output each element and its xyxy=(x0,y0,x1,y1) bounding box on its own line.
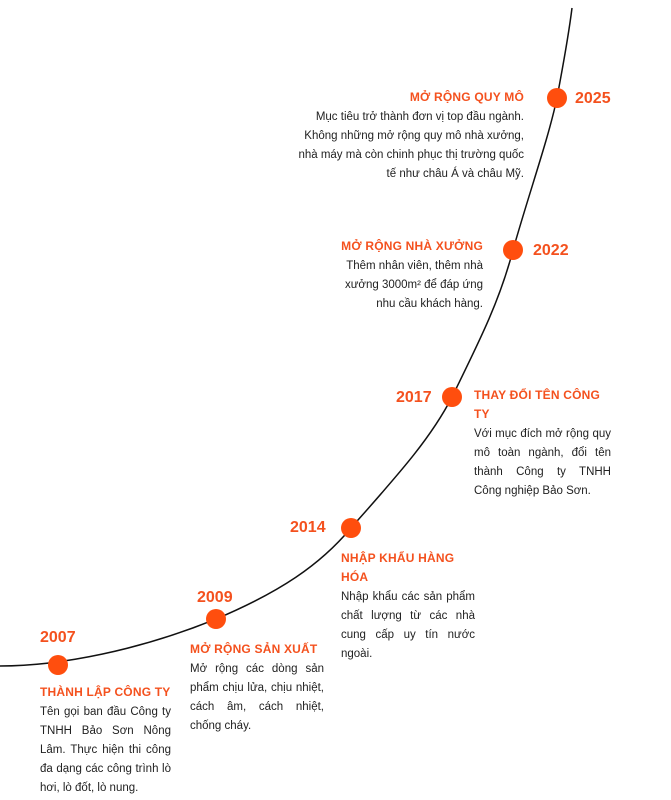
milestone-text: Nhập khẩu các sản phẩm chất lượng từ các… xyxy=(341,591,475,660)
year-label: 2014 xyxy=(290,519,326,536)
milestone-text: Thêm nhân viên, thêm nhà xưởng 3000m² để… xyxy=(344,260,483,310)
year-label: 2025 xyxy=(575,90,611,107)
milestone-title: THAY ĐỔI TÊN CÔNG TY xyxy=(474,388,601,421)
year-label: 2009 xyxy=(197,589,233,606)
milestone-2009: MỞ RỘNG SẢN XUẤT Mở rộng các dòng sản ph… xyxy=(190,640,324,736)
year-label: 2007 xyxy=(40,629,76,646)
milestone-2014: NHẬP KHẨU HÀNG HÓA Nhập khẩu các sản phẩ… xyxy=(341,549,475,664)
milestone-title: MỞ RỘNG SẢN XUẤT xyxy=(190,642,318,656)
milestone-dot-2009 xyxy=(206,609,226,629)
milestone-dot-2007 xyxy=(48,655,68,675)
milestone-title: NHẬP KHẨU HÀNG HÓA xyxy=(341,551,455,584)
milestone-2017: THAY ĐỔI TÊN CÔNG TY Với mục đích mở rộn… xyxy=(474,386,611,501)
milestone-dot-2014 xyxy=(341,518,361,538)
milestone-text: Tên gọi ban đầu Công ty TNHH Bảo Sơn Nôn… xyxy=(40,706,171,794)
milestone-2007: THÀNH LẬP CÔNG TY Tên gọi ban đầu Công t… xyxy=(40,683,171,798)
milestone-text: Mục tiêu trở thành đơn vị top đầu ngành.… xyxy=(298,111,524,180)
milestone-dot-2017 xyxy=(442,387,462,407)
year-label: 2017 xyxy=(396,389,432,406)
milestone-dot-2025 xyxy=(547,88,567,108)
milestone-text: Với mục đích mở rộng quy mô toàn ngành, … xyxy=(474,428,611,497)
milestone-2022: MỞ RỘNG NHÀ XƯỞNG Thêm nhân viên, thêm n… xyxy=(333,237,483,314)
milestone-2025: MỞ RỘNG QUY MÔ Mục tiêu trở thành đơn vị… xyxy=(290,88,524,184)
milestone-text: Mở rộng các dòng sản phẩm chịu lửa, chịu… xyxy=(190,663,324,732)
milestone-title: MỞ RỘNG QUY MÔ xyxy=(409,90,524,104)
milestone-title: MỞ RỘNG NHÀ XƯỞNG xyxy=(341,239,483,253)
milestone-title: THÀNH LẬP CÔNG TY xyxy=(40,685,171,699)
milestone-dot-2022 xyxy=(503,240,523,260)
year-label: 2022 xyxy=(533,242,569,259)
